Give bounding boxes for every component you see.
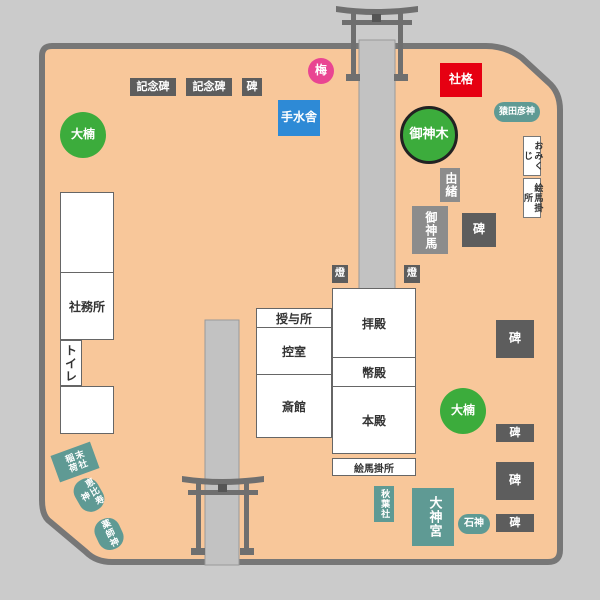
akiba-shrine: 秋葉社 xyxy=(374,486,394,522)
offering-hall: 幣殿 xyxy=(332,357,416,387)
great-camphor-tree-right: 大楠 xyxy=(440,388,486,434)
stele-right-2: 碑 xyxy=(496,424,534,442)
worship-hall-label: 拝殿 xyxy=(361,316,386,331)
ema-rack-top: 絵馬掛所 xyxy=(522,178,542,218)
stele-right-4: 碑 xyxy=(496,514,534,532)
sacred-horse: 御神馬 xyxy=(412,206,448,254)
purification-hall-label: 斎館 xyxy=(281,399,306,414)
stele-middle: 碑 xyxy=(462,213,496,247)
sarutahiko-shrine: 猿田彦神 xyxy=(494,102,540,122)
stele-right-3: 碑 xyxy=(496,462,534,500)
stele-top: 碑 xyxy=(242,78,262,96)
main-sanctuary-label: 本殿 xyxy=(361,413,386,428)
office-annex xyxy=(60,192,114,274)
sacred-tree: 御神木 xyxy=(400,106,458,164)
worship-hall: 拝殿 xyxy=(332,288,416,358)
history-sign: 由緒 xyxy=(440,168,460,202)
waiting-room: 控室 xyxy=(256,327,332,375)
stone-lantern-left: 燈 xyxy=(332,265,348,283)
ema-rack-label: 絵馬掛所 xyxy=(354,463,394,475)
shrine-office: 社務所 xyxy=(60,272,114,340)
memorial-stone-2: 記念碑 xyxy=(186,78,232,96)
great-camphor-tree-left: 大楠 xyxy=(60,112,106,158)
purification-fountain: 手水舎 xyxy=(278,100,320,136)
approach-path-south xyxy=(204,319,240,566)
torii-north-icon xyxy=(336,6,418,81)
stone-deity: 石神 xyxy=(458,514,490,534)
shrine-rank-sign: 社格 xyxy=(440,63,482,97)
approach-path-north xyxy=(358,39,396,293)
waiting-room-label: 控室 xyxy=(281,344,306,359)
omikuji-stand: おみくじ xyxy=(522,136,542,176)
amulet-office-label: 授与所 xyxy=(275,311,312,326)
plum-tree: 梅 xyxy=(308,58,334,84)
toilet: トイレ xyxy=(60,340,82,386)
main-sanctuary: 本殿 xyxy=(332,386,416,454)
daijingu-shrine: 大神宮 xyxy=(412,488,454,546)
ema-rack: 絵馬掛所 xyxy=(332,458,416,476)
purification-hall: 斎館 xyxy=(256,374,332,438)
offering-hall-label: 幣殿 xyxy=(361,365,386,380)
torii-south-icon xyxy=(182,476,264,555)
stone-lantern-right: 燈 xyxy=(404,265,420,283)
shrine-office-label: 社務所 xyxy=(68,299,105,314)
shrine-grounds xyxy=(39,43,563,565)
stele-right-1: 碑 xyxy=(496,320,534,358)
memorial-stone-1: 記念碑 xyxy=(130,78,176,96)
toilet-label: トイレ xyxy=(63,343,78,383)
amulet-office: 授与所 xyxy=(256,308,332,328)
office-storage xyxy=(60,386,114,434)
